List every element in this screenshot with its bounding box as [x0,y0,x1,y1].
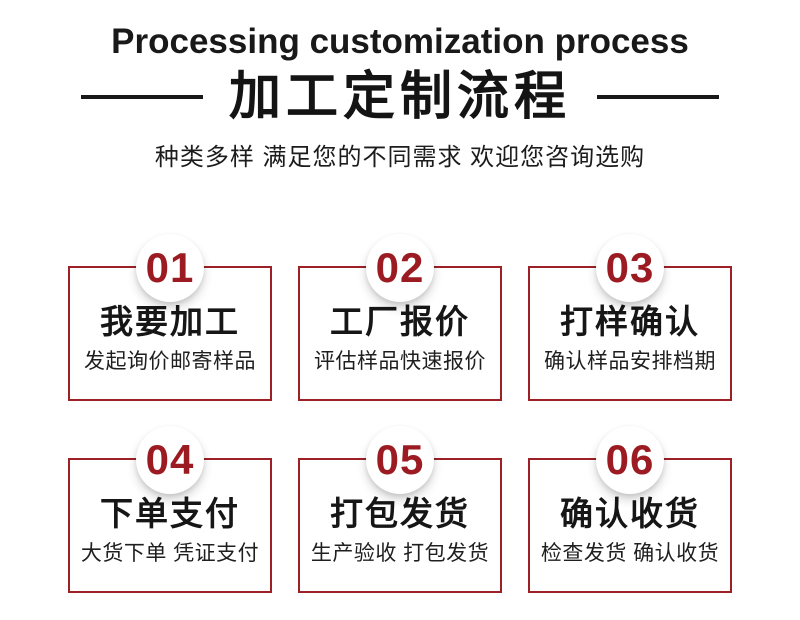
step-card-5: 05 打包发货 生产验收 打包发货 [298,426,502,593]
step-title: 我要加工 [100,303,240,340]
step-card-2: 02 工厂报价 评估样品快速报价 [298,234,502,401]
subtitle: 种类多样 满足您的不同需求 欢迎您咨询选购 [154,144,646,171]
step-number: 06 [605,436,655,483]
step-number-badge: 02 [366,234,434,302]
decor-line-left [80,95,203,99]
step-number: 04 [145,436,195,483]
step-title: 打样确认 [560,303,700,340]
step-number-badge: 01 [136,234,204,302]
step-desc: 生产验收 打包发货 [310,542,490,565]
step-number-badge: 03 [596,234,664,302]
step-title: 打包发货 [330,495,470,532]
step-number: 02 [375,244,425,291]
step-card-6: 06 确认收货 检查发货 确认收货 [528,426,732,593]
title-chinese: 加工定制流程 [228,68,571,126]
step-desc: 检查发货 确认收货 [540,542,720,565]
step-desc: 大货下单 凭证支付 [80,542,260,565]
step-card-1: 01 我要加工 发起询价邮寄样品 [68,234,272,401]
step-number: 05 [375,436,425,483]
step-title: 下单支付 [100,495,240,532]
step-title: 工厂报价 [330,303,470,340]
step-desc: 评估样品快速报价 [314,350,486,373]
step-desc: 发起询价邮寄样品 [84,350,256,373]
step-number: 01 [145,244,195,291]
step-card-4: 04 下单支付 大货下单 凭证支付 [68,426,272,593]
title-chinese-row: 加工定制流程 [0,68,800,126]
step-number-badge: 05 [366,426,434,494]
step-number-badge: 04 [136,426,204,494]
steps-grid: 01 我要加工 发起询价邮寄样品 02 工厂报价 评估样品快速报价 03 打样确… [68,231,732,593]
step-card-3: 03 打样确认 确认样品安排档期 [528,234,732,401]
title-english: Processing customization process [111,22,689,61]
step-number-badge: 06 [596,426,664,494]
step-desc: 确认样品安排档期 [544,350,716,373]
step-title: 确认收货 [560,495,700,532]
decor-line-right [597,95,719,99]
step-number: 03 [605,244,655,291]
